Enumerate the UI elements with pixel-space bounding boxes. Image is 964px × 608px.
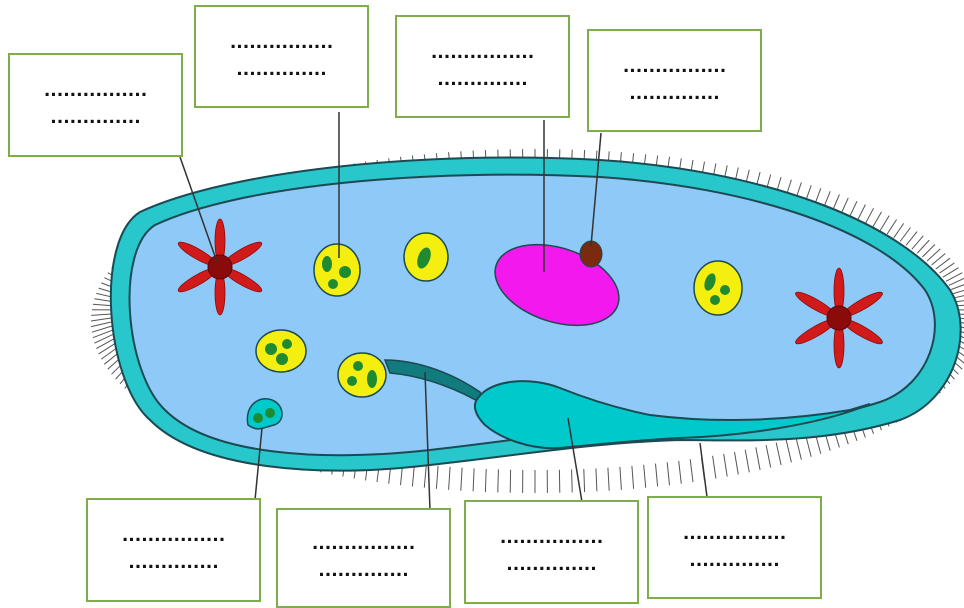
cilium bbox=[724, 454, 728, 477]
cilium bbox=[735, 452, 739, 475]
label-box-macronucleus[interactable]: ................ .............. bbox=[395, 15, 570, 118]
cilium bbox=[776, 443, 781, 465]
cilium bbox=[955, 293, 964, 297]
label-blank-line-1: ................ bbox=[500, 530, 603, 547]
food-vacuole-4 bbox=[338, 353, 386, 397]
cilium bbox=[667, 462, 669, 485]
label-blank-line-2: .............. bbox=[50, 110, 140, 127]
label-blank-line-1: ................ bbox=[230, 35, 333, 52]
cilium bbox=[953, 288, 964, 294]
cilium bbox=[449, 467, 451, 490]
cilium bbox=[880, 216, 889, 231]
food-vacuole-2 bbox=[404, 233, 448, 281]
cilium bbox=[608, 468, 609, 491]
cilium bbox=[786, 440, 791, 462]
vacuole-center bbox=[208, 255, 232, 279]
cilium bbox=[91, 322, 111, 327]
cilium bbox=[917, 240, 929, 253]
cilium bbox=[99, 342, 117, 354]
cilium bbox=[766, 445, 771, 467]
cilium bbox=[424, 465, 426, 488]
label-blank-line-2: .............. bbox=[506, 557, 596, 574]
label-blank-line-2: .............. bbox=[437, 72, 527, 89]
label-box-gullet[interactable]: ................ .............. bbox=[276, 508, 451, 608]
cilium bbox=[745, 450, 749, 473]
cilium bbox=[912, 236, 923, 249]
label-box-micronucleus[interactable]: ................ .............. bbox=[587, 29, 762, 132]
cilium bbox=[841, 198, 848, 214]
cilium bbox=[91, 314, 111, 315]
food-vacuole-5 bbox=[694, 261, 742, 315]
cilium bbox=[485, 469, 486, 492]
cilium bbox=[436, 466, 438, 489]
cilium bbox=[796, 437, 802, 459]
cilium bbox=[690, 459, 693, 482]
label-blank-line-2: .............. bbox=[128, 555, 218, 572]
cilium bbox=[873, 212, 882, 227]
cilium bbox=[498, 469, 499, 492]
cilium bbox=[473, 468, 474, 491]
cilium bbox=[679, 461, 682, 484]
label-blank-line-1: ................ bbox=[44, 83, 147, 100]
cilium bbox=[93, 304, 113, 306]
vacuole-center bbox=[827, 306, 851, 330]
label-blank-line-2: .............. bbox=[236, 62, 326, 79]
cilium bbox=[894, 223, 904, 237]
cilium bbox=[572, 469, 573, 492]
cilium bbox=[91, 318, 111, 321]
label-blank-line-1: ................ bbox=[683, 526, 786, 543]
label-blank-line-1: ................ bbox=[122, 528, 225, 545]
cilium bbox=[656, 464, 658, 487]
label-blank-line-1: ................ bbox=[431, 45, 534, 62]
label-blank-line-1: ................ bbox=[623, 59, 726, 76]
food-vacuole-3 bbox=[256, 330, 306, 372]
cilium bbox=[858, 205, 866, 221]
cilium bbox=[900, 228, 910, 242]
label-box-food-vacuole[interactable]: ................ .............. bbox=[194, 5, 369, 108]
label-box-contractile-vacuole[interactable]: ................ .............. bbox=[8, 53, 183, 157]
cilium bbox=[96, 338, 115, 348]
cilium bbox=[833, 195, 840, 211]
cilium bbox=[584, 469, 585, 492]
cilium bbox=[887, 220, 897, 235]
leader-line-cilia bbox=[700, 443, 707, 497]
label-blank-line-2: .............. bbox=[689, 553, 779, 570]
cilium bbox=[958, 304, 964, 306]
cilium bbox=[632, 466, 634, 489]
cilium bbox=[713, 456, 716, 479]
label-box-cilia[interactable]: ................ .............. bbox=[647, 496, 822, 599]
label-blank-line-2: .............. bbox=[629, 86, 719, 103]
cilium bbox=[850, 201, 857, 217]
cilium bbox=[865, 208, 873, 223]
cilium bbox=[461, 468, 462, 491]
cilium bbox=[596, 468, 597, 491]
label-box-oral-groove[interactable]: ................ .............. bbox=[464, 500, 639, 604]
cilium bbox=[906, 232, 917, 246]
cilium bbox=[756, 447, 760, 470]
cilium bbox=[620, 467, 622, 490]
food-vacuole-1 bbox=[314, 244, 360, 296]
label-box-anal-pore[interactable]: ................ .............. bbox=[86, 498, 261, 602]
cilium bbox=[957, 299, 964, 302]
label-blank-line-1: ................ bbox=[312, 536, 415, 553]
cilium bbox=[644, 465, 646, 488]
label-blank-line-2: .............. bbox=[318, 563, 408, 580]
